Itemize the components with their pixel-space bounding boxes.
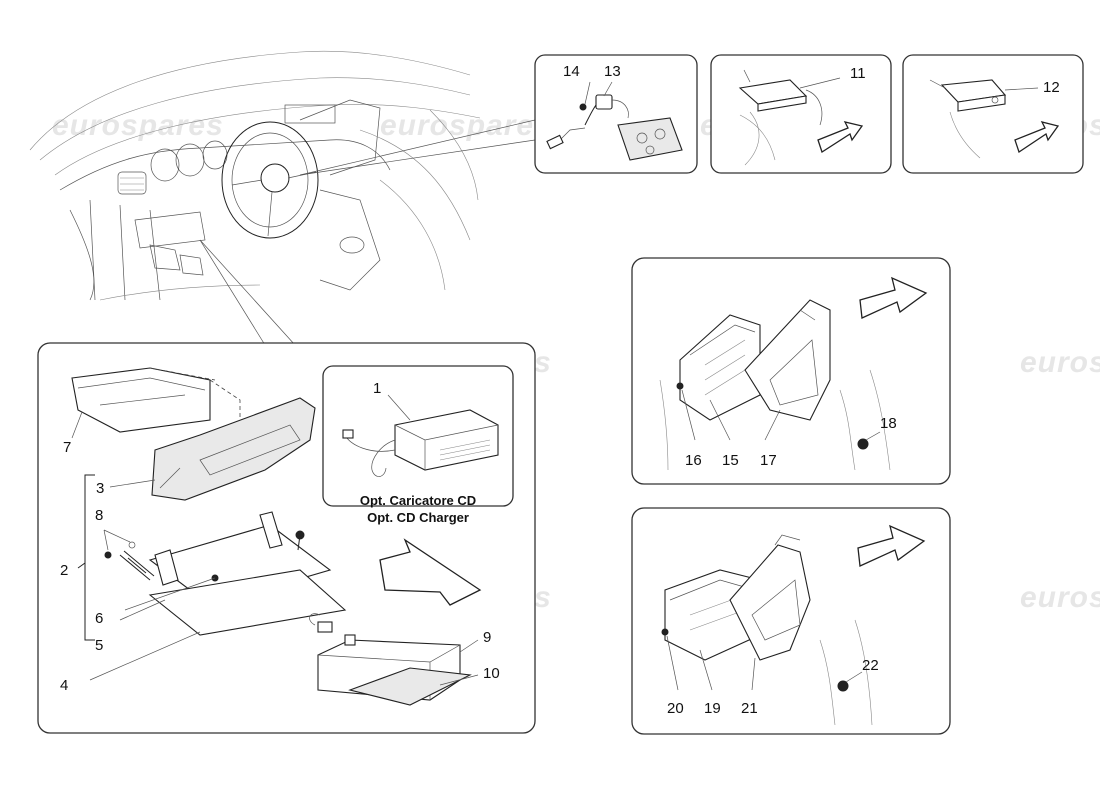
callout-3: 3 (96, 480, 104, 497)
callout-12: 12 (1043, 79, 1060, 96)
panel-module-11: 11 (710, 54, 892, 174)
callout-21: 21 (741, 700, 758, 717)
callout-6: 6 (95, 610, 103, 627)
callout-5: 5 (95, 637, 103, 654)
screw-icon (104, 551, 112, 559)
callout-15: 15 (722, 452, 739, 469)
callout-22: 22 (862, 657, 879, 674)
dashboard-illustration (29, 50, 536, 346)
nut-icon (661, 628, 669, 636)
panel-unit-15: 16 15 17 18 (631, 257, 951, 485)
nut-icon (857, 438, 869, 450)
panel-antenna-module: 14 13 (534, 54, 698, 174)
nut-icon (676, 382, 684, 390)
callout-18: 18 (880, 415, 897, 432)
callout-7: 7 (63, 439, 71, 456)
callout-2: 2 (60, 562, 68, 579)
panel-frame (710, 54, 892, 174)
callout-8: 8 (95, 507, 103, 524)
callout-9: 9 (483, 629, 491, 646)
direction-arrow-icon (859, 276, 928, 319)
callout-20: 20 (667, 700, 684, 717)
callout-10: 10 (483, 665, 500, 682)
callout-16: 16 (685, 452, 702, 469)
callout-11: 11 (850, 65, 866, 82)
nut-icon (837, 680, 849, 692)
callout-14: 14 (563, 63, 580, 80)
direction-arrow-icon (817, 121, 864, 153)
watermark-1: eurospares (52, 109, 224, 142)
direction-arrow-icon (379, 538, 482, 606)
callout-13: 13 (604, 63, 621, 80)
caption-line-1: Opt. Caricatore CD (360, 493, 476, 508)
watermark-2: eurospares (380, 109, 552, 142)
nut-icon (579, 103, 587, 111)
direction-arrow-icon (1014, 121, 1060, 154)
callout-4: 4 (60, 677, 68, 694)
callout-17: 17 (760, 452, 777, 469)
caption-line-2: Opt. CD Charger (367, 510, 469, 525)
watermark-8: eurospares (1020, 346, 1100, 379)
panel-unit-19: 20 19 21 22 (631, 507, 951, 735)
direction-arrow-icon (857, 524, 926, 567)
watermark-12: eurospares (1020, 581, 1100, 614)
panel-glovebox-assembly: 7 3 2 8 6 5 4 (37, 342, 536, 734)
callout-19: 19 (704, 700, 721, 717)
panel-module-12: 12 (902, 54, 1084, 174)
callout-1: 1 (373, 380, 381, 397)
panel-frame (902, 54, 1084, 174)
